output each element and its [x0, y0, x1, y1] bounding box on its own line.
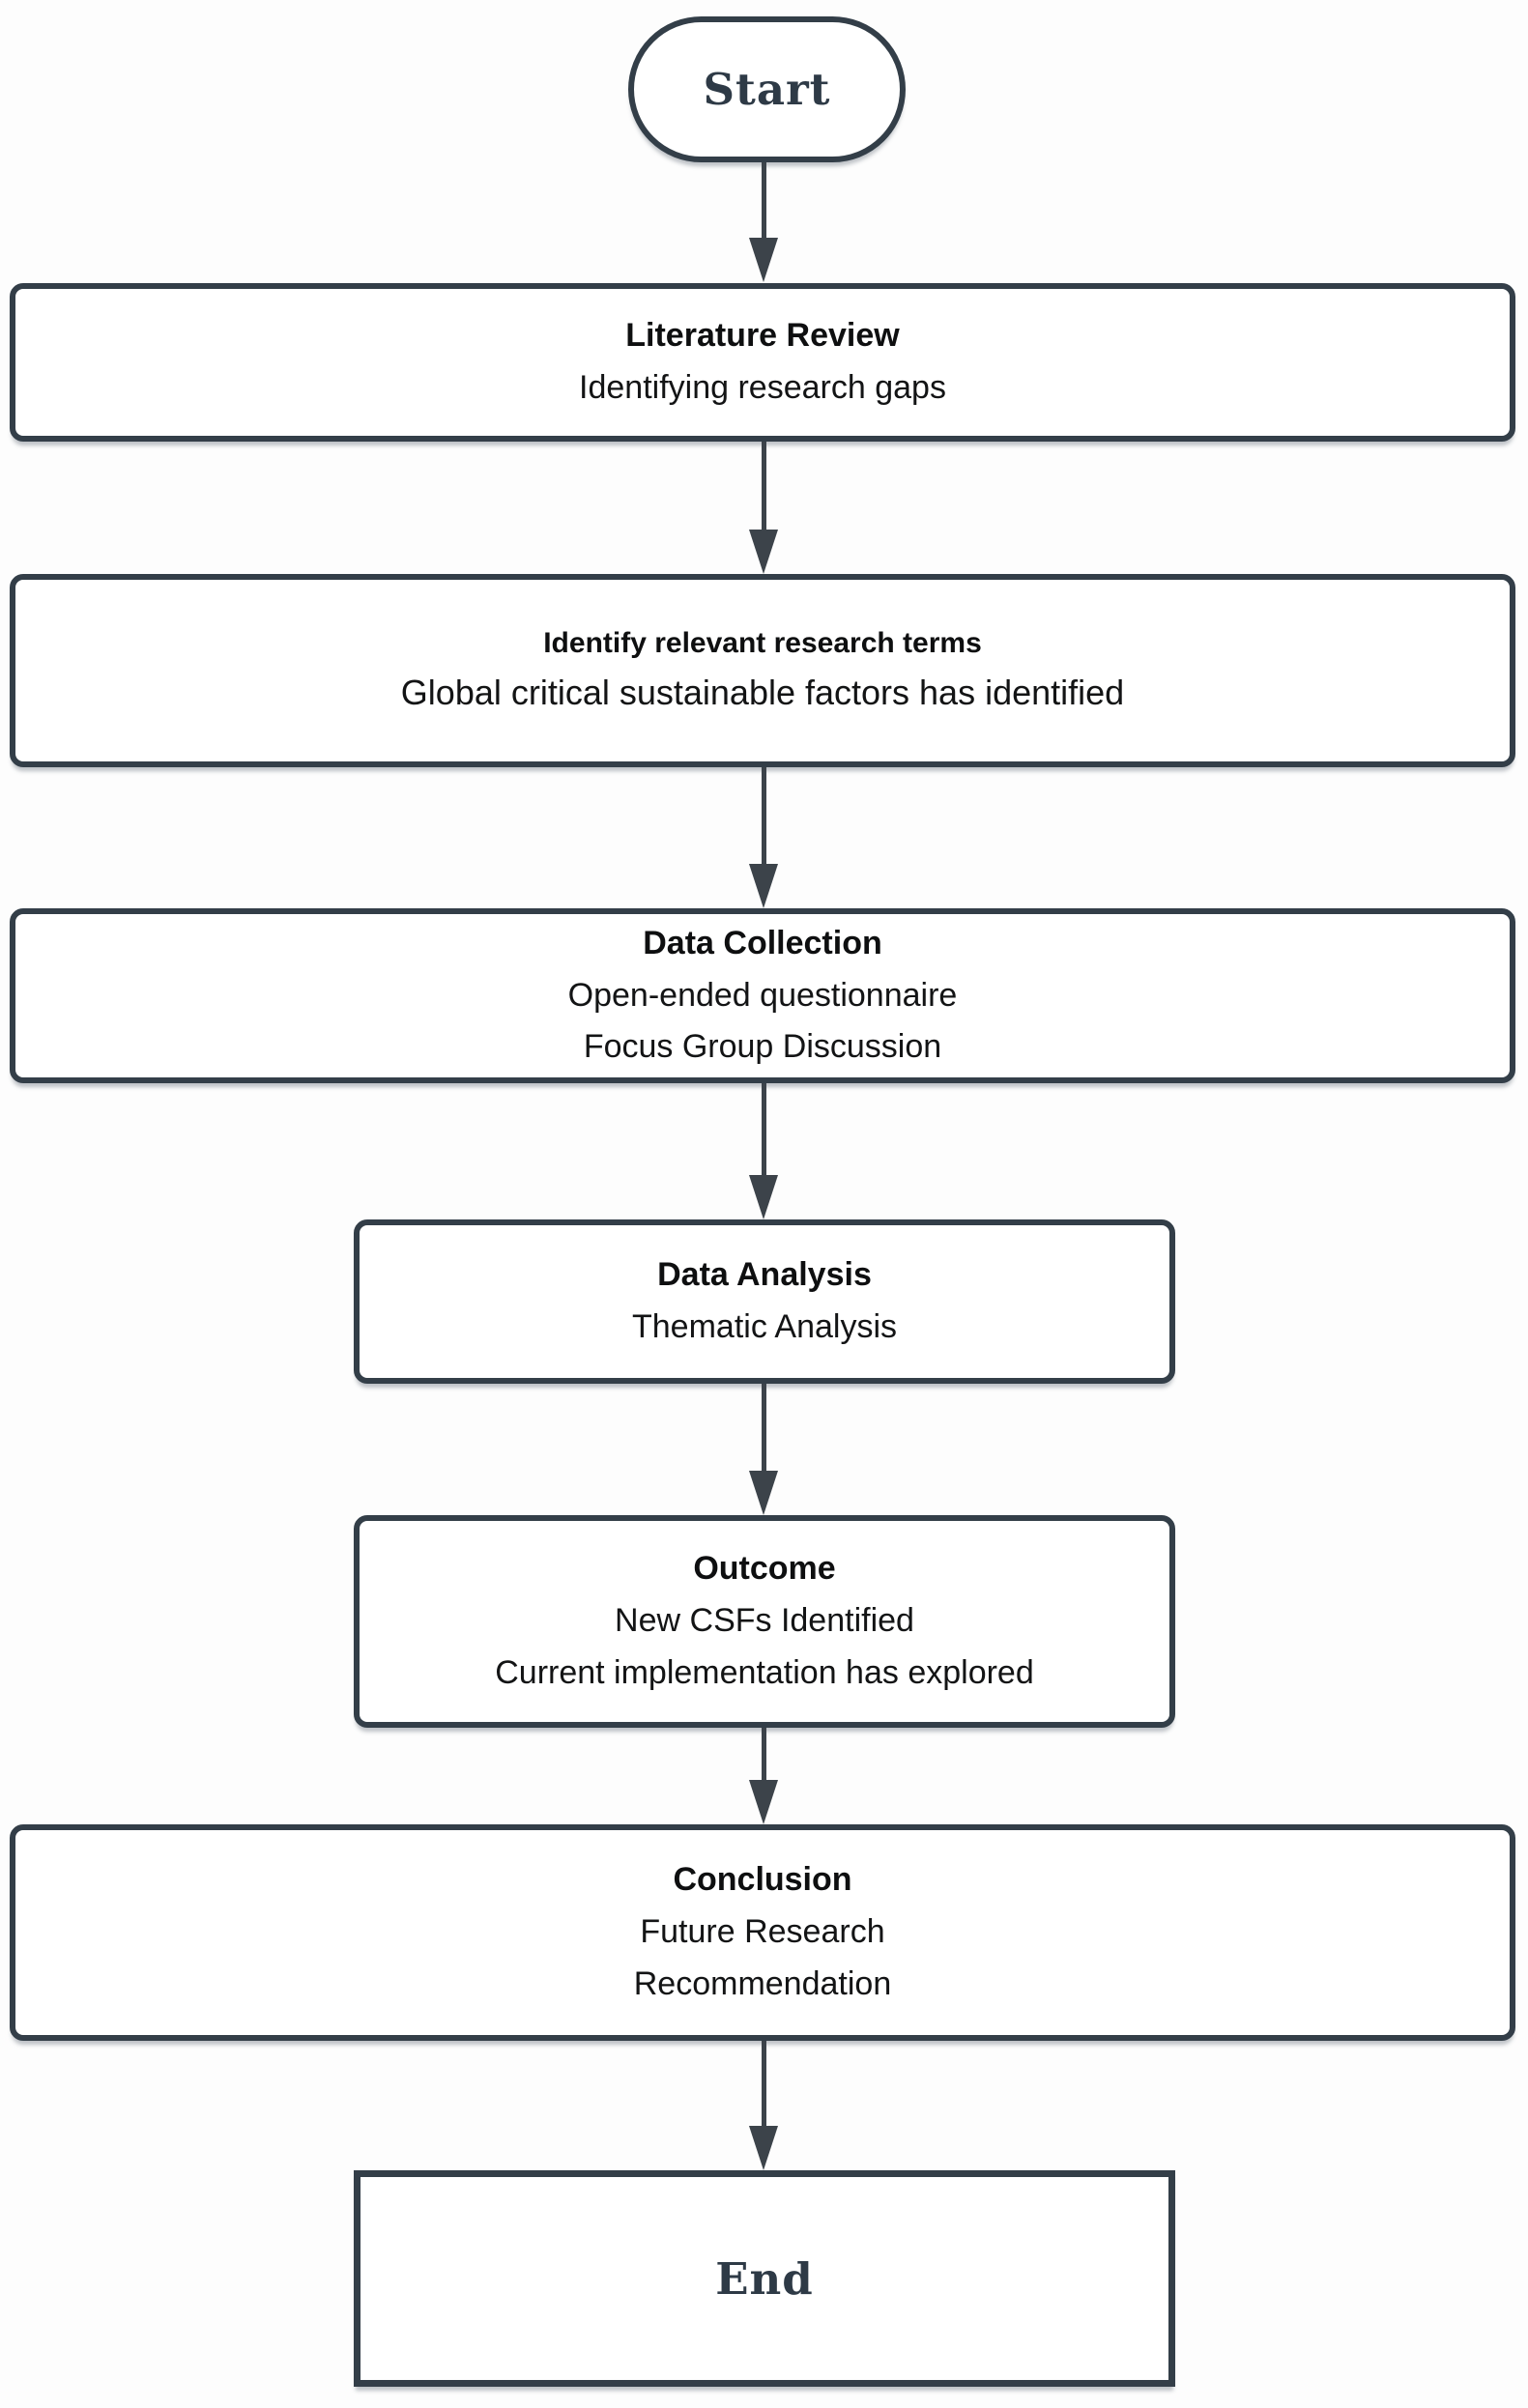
edge-identify-terms-to-data-collection	[748, 767, 779, 908]
node-start-label: Start	[703, 64, 831, 115]
node-data-analysis-line: Thematic Analysis	[632, 1308, 897, 1345]
node-literature-review: Literature Review Identifying research g…	[10, 283, 1515, 442]
edge-conclusion-to-end	[748, 2041, 779, 2170]
arrow-stem	[761, 2041, 766, 2128]
arrow-stem	[761, 1384, 766, 1473]
edge-outcome-to-conclusion	[748, 1728, 779, 1824]
node-outcome: Outcome New CSFs Identified Current impl…	[354, 1515, 1175, 1728]
arrow-head-icon	[749, 1175, 778, 1219]
arrow-head-icon	[749, 1471, 778, 1515]
arrow-stem	[761, 1083, 766, 1177]
node-data-collection-line: Focus Group Discussion	[583, 1028, 942, 1066]
arrow-stem	[761, 767, 766, 866]
edge-literature-review-to-identify-terms	[748, 442, 779, 574]
node-start: Start	[628, 16, 906, 162]
arrow-head-icon	[749, 530, 778, 574]
node-identify-terms-line: Global critical sustainable factors has …	[400, 673, 1125, 713]
node-data-collection: Data Collection Open-ended questionnaire…	[10, 908, 1515, 1083]
node-conclusion-line: Recommendation	[633, 1964, 892, 2002]
node-end: End	[354, 2170, 1175, 2387]
node-identify-terms: Identify relevant research terms Global …	[10, 574, 1515, 767]
node-end-label: End	[715, 2252, 814, 2305]
node-literature-review-title: Literature Review	[625, 317, 900, 355]
arrow-head-icon	[749, 238, 778, 282]
node-conclusion-title: Conclusion	[673, 1861, 852, 1899]
arrow-stem	[761, 162, 766, 240]
node-data-collection-line: Open-ended questionnaire	[567, 976, 958, 1014]
arrow-head-icon	[749, 864, 778, 908]
node-outcome-title: Outcome	[693, 1550, 836, 1588]
node-data-analysis: Data Analysis Thematic Analysis	[354, 1219, 1175, 1384]
node-data-analysis-title: Data Analysis	[657, 1256, 872, 1294]
node-conclusion: Conclusion Future Research Recommendatio…	[10, 1824, 1515, 2041]
arrow-head-icon	[749, 1780, 778, 1824]
arrow-stem	[761, 1728, 766, 1782]
edge-data-analysis-to-outcome	[748, 1384, 779, 1515]
edge-data-collection-to-data-analysis	[748, 1083, 779, 1219]
arrow-stem	[761, 442, 766, 531]
node-data-collection-title: Data Collection	[643, 924, 882, 961]
node-conclusion-line: Future Research	[640, 1913, 885, 1951]
edge-start-to-literature-review	[748, 162, 779, 282]
node-literature-review-line: Identifying research gaps	[579, 369, 946, 406]
node-outcome-line: Current implementation has explored	[495, 1653, 1034, 1691]
node-outcome-line: New CSFs Identified	[615, 1602, 914, 1640]
arrow-head-icon	[749, 2126, 778, 2170]
node-identify-terms-title: Identify relevant research terms	[543, 626, 982, 659]
